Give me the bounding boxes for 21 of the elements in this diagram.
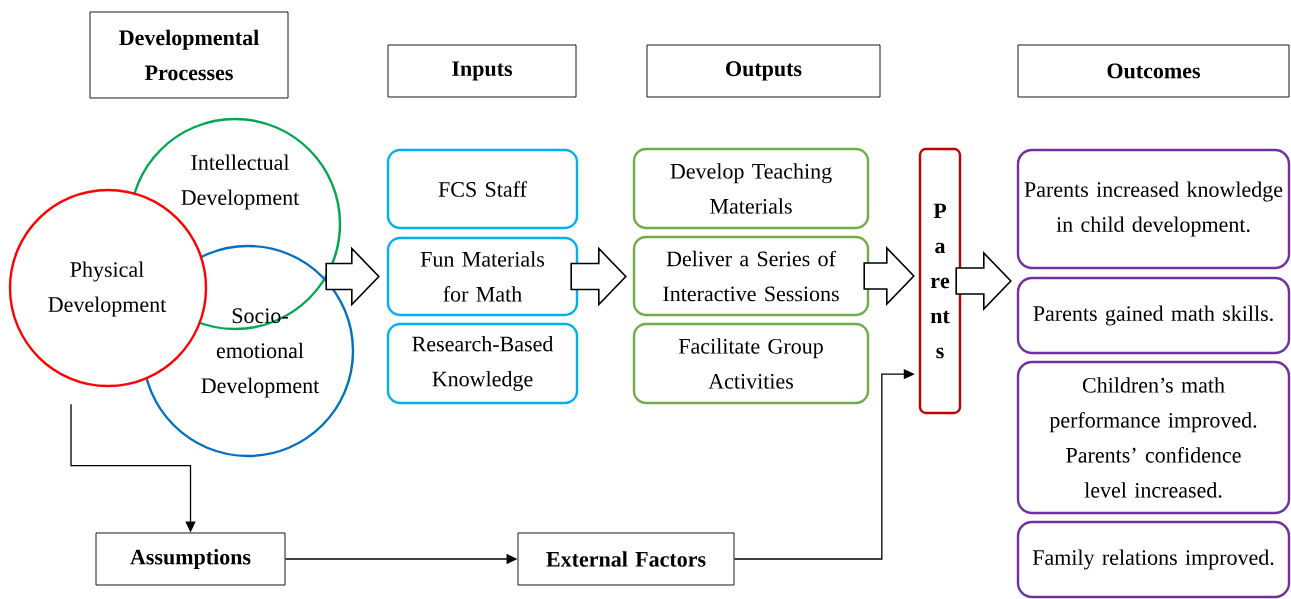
input-box: Fun Materials for Math <box>386 236 579 317</box>
factor-box: Assumptions <box>95 532 286 586</box>
heading-box: Outcomes <box>1017 44 1290 98</box>
block-arrow <box>955 251 1012 311</box>
heading-box: Inputs <box>387 44 577 98</box>
outcome-box: Family relations improved. <box>1016 520 1291 599</box>
outcome-box: Children’s math performance improved. Parents’ confidence level increased. <box>1016 360 1291 515</box>
vertical-label-box: Parents <box>918 147 962 415</box>
input-box: Research-Based Knowledge <box>386 322 579 405</box>
input-box: FCS Staff <box>386 148 579 230</box>
output-box: Deliver a Series of Interactive Sessions <box>632 235 870 317</box>
outcome-box: Parents gained math skills. <box>1016 276 1291 355</box>
heading-box: Developmental Processes <box>89 11 289 99</box>
factor-box: External Factors <box>517 532 735 586</box>
output-box: Facilitate Group Activities <box>632 322 870 405</box>
block-arrow <box>325 246 380 307</box>
heading-box: Outputs <box>646 44 881 98</box>
output-box: Develop Teaching Materials <box>632 147 870 230</box>
block-arrow <box>863 246 915 306</box>
block-arrow <box>570 246 627 307</box>
outcome-box: Parents increased knowledge in child development. <box>1016 148 1291 270</box>
